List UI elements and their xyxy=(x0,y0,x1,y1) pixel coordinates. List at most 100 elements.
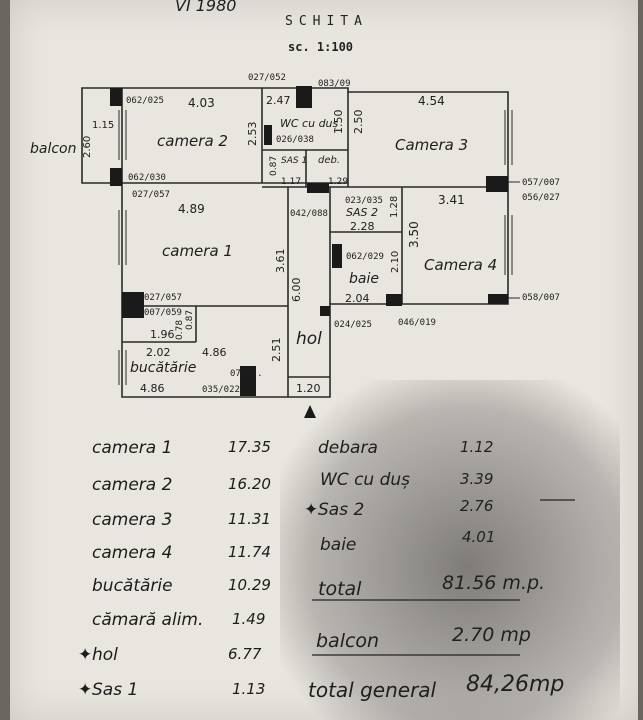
opening-block xyxy=(296,86,312,108)
dim-label: 4.86 xyxy=(140,382,165,395)
legend-name: bucătărie xyxy=(92,576,173,596)
legend-name: debara xyxy=(318,438,378,458)
dim-label: 2.50 xyxy=(352,110,365,135)
opening-block xyxy=(122,292,144,318)
code-label: 027/057 xyxy=(144,293,182,303)
dim-label: 4.89 xyxy=(178,202,205,216)
code-label: 083/09 xyxy=(318,79,351,89)
codes: 027/052 083/09 062/025 026/038 062/030 0… xyxy=(126,73,560,395)
legend-name: hol xyxy=(92,645,118,665)
room-label-baie: baie xyxy=(349,271,379,287)
balcon-label: balcon xyxy=(316,630,380,652)
total-label: total xyxy=(318,578,362,600)
legend-value: 1.12 xyxy=(460,438,494,456)
opening-block xyxy=(486,176,508,192)
leaders xyxy=(508,181,520,299)
dim-label: 1.28 xyxy=(389,196,400,218)
legend-value: 11.31 xyxy=(228,510,271,528)
walls xyxy=(81,87,509,398)
dim-label: 4.86 xyxy=(202,346,227,359)
total-value: 81.56 m.p. xyxy=(442,572,546,594)
legend-name: baie xyxy=(320,535,357,555)
opening-block xyxy=(332,244,342,268)
scale-label: sc. 1:100 xyxy=(288,40,354,54)
code-label: 056/027 xyxy=(522,193,560,203)
legend-value: 6.77 xyxy=(228,645,262,663)
code-label: 026/038 xyxy=(276,135,314,145)
dim-label: 2.28 xyxy=(350,220,375,233)
code-label: 027/052 xyxy=(248,73,286,83)
opening-block xyxy=(110,88,122,106)
legend-name: camera 4 xyxy=(92,543,173,563)
legend-marker: ✦ xyxy=(78,645,93,665)
windows xyxy=(118,110,513,385)
code-label: 023/035 xyxy=(345,196,383,206)
code-label: 046/019 xyxy=(398,318,436,328)
page-title: SCHITA xyxy=(285,14,368,29)
date-scrawl: VI 1980 xyxy=(175,0,237,15)
balcon-value: 2.70 mp xyxy=(452,624,531,646)
code-label: 024/025 xyxy=(334,320,372,330)
balcony-outline xyxy=(81,87,122,184)
opening-block xyxy=(386,294,402,306)
dim-label: 1.96 xyxy=(150,328,175,341)
opening-block xyxy=(240,366,256,396)
code-label: 058/007 xyxy=(522,293,560,303)
dim-label: 0.87 xyxy=(269,156,279,176)
dim-label: 4.03 xyxy=(188,96,215,110)
legend-marker: ✦ xyxy=(78,680,93,700)
dim-label: 2.53 xyxy=(246,122,259,147)
dim-label: 2.10 xyxy=(390,251,401,273)
opening-block xyxy=(264,125,272,145)
dim-label: 2.04 xyxy=(345,292,370,305)
legend-value: 16.20 xyxy=(228,475,271,493)
dim-label: 1.17 xyxy=(281,177,301,187)
code-label: 027/057 xyxy=(132,190,170,200)
dim-label: 3.61 xyxy=(274,249,287,274)
legend-name: camera 3 xyxy=(92,510,173,530)
legend-name: WC cu duș xyxy=(320,470,411,490)
openings xyxy=(110,86,508,396)
code-label: 062/029 xyxy=(346,252,384,262)
code-label: 042/088 xyxy=(290,209,328,219)
code-label: 007/059 xyxy=(144,308,182,318)
legend-name: camera 1 xyxy=(92,438,173,458)
room-label-camera1: camera 1 xyxy=(162,242,233,260)
code-label: 057/007 xyxy=(522,178,560,188)
room-label-camera4: Camera 4 xyxy=(424,256,497,274)
legend-name: Sas 1 xyxy=(92,680,139,700)
opening-block xyxy=(488,294,508,304)
code-label: 062/025 xyxy=(126,96,164,106)
dim-label: 4.54 xyxy=(418,94,445,108)
room-label-camera3: Camera 3 xyxy=(395,136,468,154)
legend-value: 11.74 xyxy=(228,543,271,561)
legend-value: 10.29 xyxy=(228,576,271,594)
dim-label: 6.00 xyxy=(290,278,303,303)
room-label-sas1: SAS 1 xyxy=(281,156,307,166)
legend-name: cămară alim. xyxy=(92,610,204,630)
room-label-hol: hol xyxy=(296,329,322,349)
dim-label: 1.20 xyxy=(296,382,321,395)
general-value: 84,26mp xyxy=(466,672,565,697)
room-label-deb: deb. xyxy=(318,155,340,166)
room-label-sas2: SAS 2 xyxy=(346,206,378,219)
legend-value: 3.39 xyxy=(460,470,494,488)
legend-marker: ✦ xyxy=(304,500,319,520)
dim-label: 2.60 xyxy=(82,136,93,158)
opening-block xyxy=(110,168,122,186)
legend-value: 2.76 xyxy=(460,497,494,515)
code-label: 035/022 xyxy=(202,385,240,395)
legend-value: 1.49 xyxy=(232,610,266,628)
legend-value: 17.35 xyxy=(228,438,271,456)
room-label-balcon: balcon xyxy=(30,141,77,157)
dim-label: 2.51 xyxy=(270,338,283,363)
dim-label: 2.02 xyxy=(146,346,171,359)
legend-name: Sas 2 xyxy=(318,500,365,520)
general-label: total general xyxy=(308,678,437,702)
dimensions: 4.03 2.47 4.54 1.15 2.60 2.53 1.50 2.50 … xyxy=(82,94,465,395)
room-label-wc: WC cu duș xyxy=(280,117,339,130)
room-label-camera2: camera 2 xyxy=(157,132,228,150)
dim-label: 3.50 xyxy=(407,221,421,248)
opening-block xyxy=(320,306,330,316)
